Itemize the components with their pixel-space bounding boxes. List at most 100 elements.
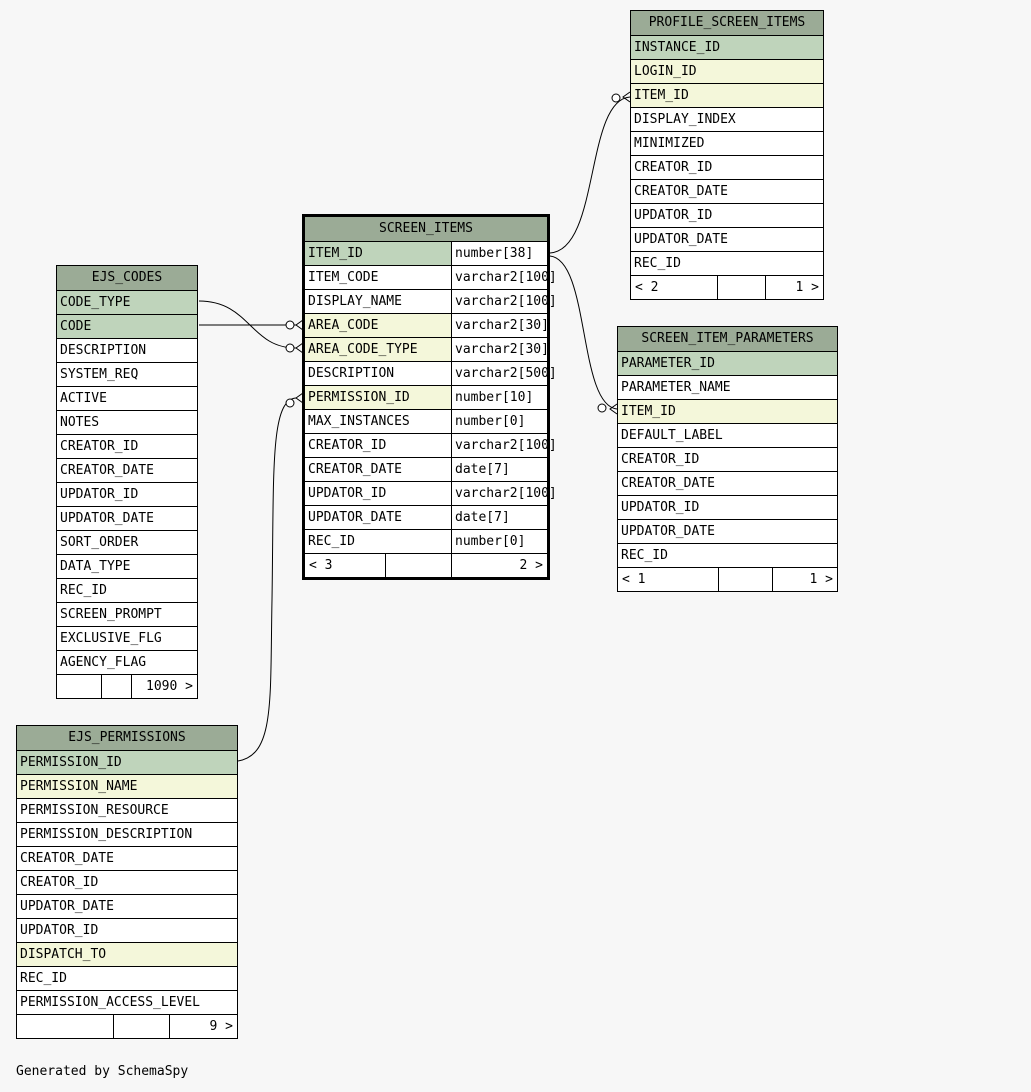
column-row[interactable]: PERMISSION_RESOURCE [17,798,237,822]
column-row[interactable]: UPDATOR_DATE [631,227,823,251]
column-type: varchar2[100] [451,266,557,289]
table-title[interactable]: SCREEN_ITEM_PARAMETERS [618,327,837,351]
column-row[interactable]: INSTANCE_ID [631,35,823,59]
footer-spacer [717,276,765,299]
column-row[interactable]: DEFAULT_LABEL [618,423,837,447]
column-row[interactable]: CREATOR_ID [631,155,823,179]
parent-count[interactable]: < 3 [309,558,333,573]
column-row[interactable]: REC_ID number[0] [305,529,547,553]
column-row[interactable]: ITEM_ID [631,83,823,107]
table-footer: < 3 2 > [305,553,547,577]
child-count[interactable]: 1090 > [131,675,197,698]
column-type: date[7] [451,506,547,529]
column-name: CREATOR_ID [20,875,99,890]
column-row[interactable]: CREATOR_DATE [57,458,197,482]
column-row[interactable]: UPDATOR_ID [618,495,837,519]
column-row[interactable]: UPDATOR_ID [17,918,237,942]
column-row[interactable]: CODE [57,314,197,338]
column-name: NOTES [60,415,100,430]
column-row[interactable]: NOTES [57,410,197,434]
child-count[interactable]: 9 > [169,1015,237,1038]
column-row[interactable]: UPDATOR_ID [631,203,823,227]
column-row[interactable]: CREATOR_DATE [618,471,837,495]
column-row[interactable]: PERMISSION_ID [17,750,237,774]
column-row[interactable]: CODE_TYPE [57,290,197,314]
column-row[interactable]: EXCLUSIVE_FLG [57,626,197,650]
column-name: REC_ID [20,971,67,986]
column-name: UPDATOR_ID [308,486,387,501]
crowfoot-parameter-item-id [609,403,618,415]
column-row[interactable]: AGENCY_FLAG [57,650,197,674]
column-row[interactable]: DATA_TYPE [57,554,197,578]
column-row[interactable]: UPDATOR_DATE [618,519,837,543]
column-row[interactable]: SYSTEM_REQ [57,362,197,386]
column-type: number[0] [451,530,547,553]
column-row[interactable]: ACTIVE [57,386,197,410]
table-title[interactable]: EJS_PERMISSIONS [17,726,237,750]
column-row[interactable]: DISPATCH_TO [17,942,237,966]
child-count[interactable]: 2 > [451,554,547,577]
column-row[interactable]: UPDATOR_DATE [17,894,237,918]
column-row[interactable]: CREATOR_DATE [17,846,237,870]
child-count[interactable]: 1 > [772,568,837,591]
child-count[interactable]: 1 > [765,276,823,299]
table-title[interactable]: EJS_CODES [57,266,197,290]
column-row[interactable]: SCREEN_PROMPT [57,602,197,626]
column-row[interactable]: PARAMETER_NAME [618,375,837,399]
column-row[interactable]: UPDATOR_ID [57,482,197,506]
column-row[interactable]: DESCRIPTION [57,338,197,362]
column-type: varchar2[100] [451,290,557,313]
column-row[interactable]: DISPLAY_INDEX [631,107,823,131]
column-row[interactable]: REC_ID [618,543,837,567]
column-row[interactable]: PERMISSION_NAME [17,774,237,798]
column-name: CODE [60,319,92,334]
parent-count[interactable] [57,675,101,698]
column-name: PERMISSION_DESCRIPTION [20,827,193,842]
column-name: REC_ID [634,256,681,271]
column-row[interactable]: PERMISSION_DESCRIPTION [17,822,237,846]
column-row[interactable]: CREATOR_ID [618,447,837,471]
column-row[interactable]: PERMISSION_ACCESS_LEVEL [17,990,237,1014]
column-row[interactable]: PARAMETER_ID [618,351,837,375]
parent-count[interactable] [17,1015,113,1038]
column-type: varchar2[30] [451,314,549,337]
column-row[interactable]: REC_ID [17,966,237,990]
column-row[interactable]: ITEM_ID [618,399,837,423]
column-name: REC_ID [308,534,355,549]
column-row[interactable]: CREATOR_DATE [631,179,823,203]
parent-count[interactable]: < 2 [635,280,659,295]
optional-marker [597,403,607,413]
edge-permission-id-to-screen-items [237,397,297,762]
column-row[interactable]: SORT_ORDER [57,530,197,554]
column-row[interactable]: REC_ID [57,578,197,602]
table-footer: 9 > [17,1014,237,1038]
column-row[interactable]: CREATOR_ID [17,870,237,894]
column-row[interactable]: MINIMIZED [631,131,823,155]
column-type: date[7] [451,458,547,481]
column-row[interactable]: REC_ID [631,251,823,275]
parent-count[interactable]: < 1 [622,572,646,587]
table-title[interactable]: SCREEN_ITEMS [305,217,547,241]
column-row[interactable]: LOGIN_ID [631,59,823,83]
column-row[interactable]: CREATOR_ID [57,434,197,458]
column-row[interactable]: UPDATOR_DATE [57,506,197,530]
table-title[interactable]: PROFILE_SCREEN_ITEMS [631,11,823,35]
column-name: ITEM_ID [634,88,689,103]
